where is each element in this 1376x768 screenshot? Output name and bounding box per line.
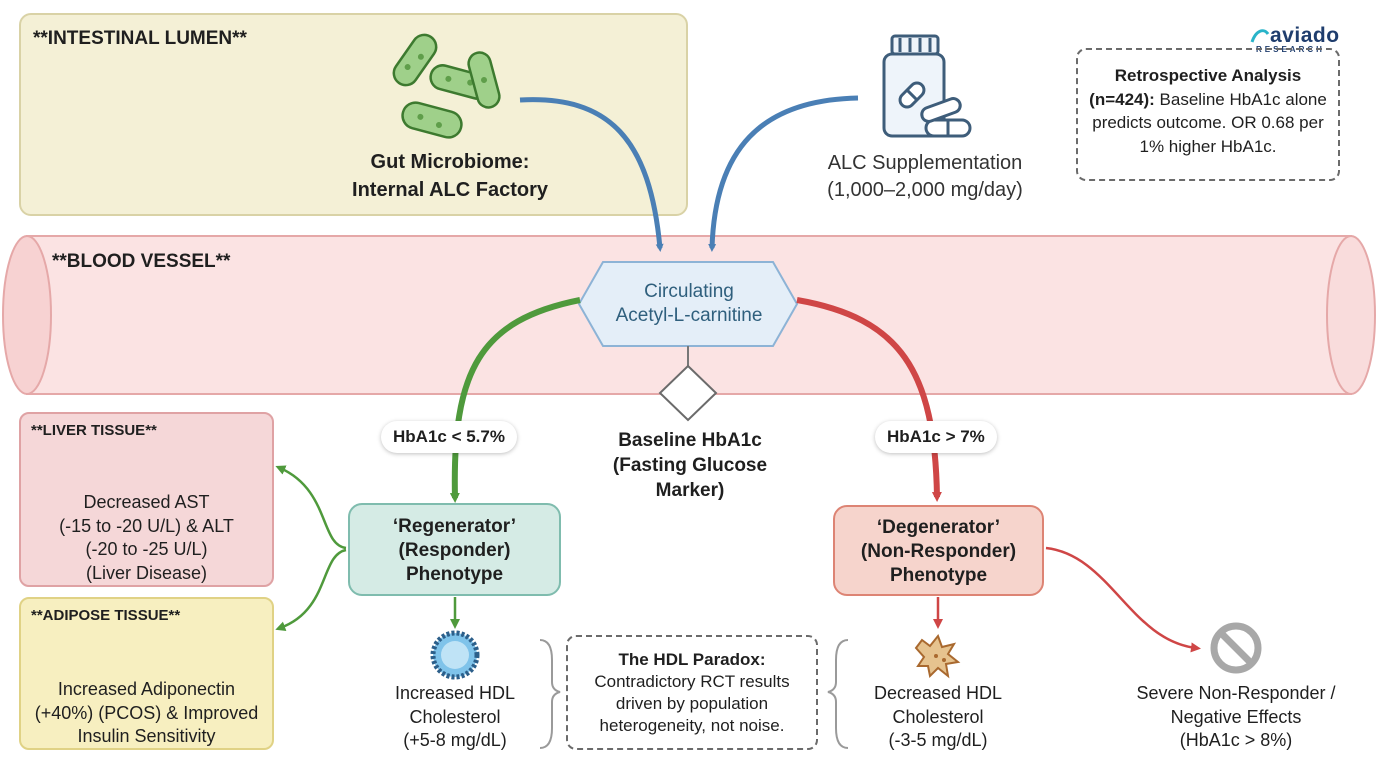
- regenerator-line3: Phenotype: [405, 564, 504, 585]
- degenerator-line2: (Non-Responder): [860, 541, 1017, 562]
- severe-line1: Severe Non-Responder /: [1136, 683, 1336, 703]
- increased-hdl-line1: Increased HDL: [394, 683, 516, 703]
- bacteria-icon: [392, 33, 501, 139]
- increased-hdl-label: Increased HDL Cholesterol (+5-8 mg/dL): [370, 682, 540, 753]
- arrow-degenerator-to-severe: [1045, 546, 1201, 653]
- hdl-paradox-title: The HDL Paradox:: [618, 650, 766, 669]
- alc-supplementation-label: ALC Supplementation (1,000–2,000 mg/day): [760, 150, 1090, 204]
- liver-tissue-text: Decreased AST (-15 to -20 U/L) & ALT (-2…: [21, 491, 272, 585]
- liver-tissue-panel: **LIVER TISSUE** Decreased AST (-15 to -…: [19, 412, 274, 587]
- adipose-tissue-panel: **ADIPOSE TISSUE** Increased Adiponectin…: [19, 597, 274, 750]
- retrospective-body: Baseline HbA1c alone predicts outcome. O…: [1092, 89, 1327, 156]
- hub-label-line1: Circulating: [644, 281, 734, 302]
- branch-label-low-hba1c: HbA1c < 5.7%: [381, 421, 517, 453]
- decision-diamond: [658, 364, 718, 422]
- retrospective-heading: Retrospective Analysis (n=424):: [1089, 66, 1302, 109]
- gut-microbiome-label: Gut Microbiome: Internal ALC Factory: [300, 148, 600, 204]
- arrow-microbiome-to-hub: [519, 97, 664, 252]
- liver-tissue-title: **LIVER TISSUE**: [31, 422, 157, 439]
- decreased-hdl-label: Decreased HDL Cholesterol (-3-5 mg/dL): [853, 682, 1023, 753]
- regenerator-line1: ‘Regenerator’: [392, 516, 517, 537]
- acetyl-l-carnitine-hub: [577, 261, 799, 347]
- hdl-paradox-note: The HDL Paradox: Contradictory RCT resul…: [566, 635, 818, 750]
- liver-line2: (-15 to -20 U/L) & ALT: [59, 515, 234, 536]
- degenerator-phenotype-box: ‘Degenerator’ (Non-Responder) Phenotype: [833, 505, 1044, 596]
- liver-line4: (Liver Disease): [85, 562, 208, 583]
- adipose-tissue-text: Increased Adiponectin (+40%) (PCOS) & Im…: [21, 678, 272, 749]
- adipose-line1: Increased Adiponectin: [57, 679, 236, 699]
- hub-label-line2: Acetyl-L-carnitine: [615, 305, 763, 326]
- prohibited-icon: [1210, 622, 1262, 674]
- logo-wordmark: aviado: [1270, 24, 1340, 47]
- decreased-hdl-line1: Decreased HDL: [873, 683, 1003, 703]
- hdl-particle-icon: [430, 630, 480, 680]
- damaged-hdl-icon: [914, 633, 961, 679]
- bracket-right: [827, 639, 849, 749]
- degenerator-line1: ‘Degenerator’: [876, 517, 1001, 538]
- baseline-line1: Baseline HbA1c: [618, 430, 762, 451]
- severe-line3: (HbA1c > 8%): [1179, 730, 1293, 750]
- gut-microbiome-line1: Gut Microbiome:: [370, 151, 530, 173]
- bracket-left: [539, 639, 561, 749]
- baseline-line3: Marker): [655, 480, 725, 501]
- blood-vessel-title: **BLOOD VESSEL**: [52, 251, 231, 272]
- alc-supplementation-dose: (1,000–2,000 mg/day): [827, 179, 1023, 201]
- baseline-line2: (Fasting Glucose: [612, 455, 768, 476]
- arrow-supplement-to-hub: [708, 95, 859, 252]
- intestinal-lumen-title: **INTESTINAL LUMEN**: [33, 28, 247, 49]
- adipose-line3: Insulin Sensitivity: [77, 726, 216, 746]
- arrow-regenerator-to-liver: [275, 465, 347, 550]
- liver-line1: Decreased AST: [83, 492, 210, 512]
- increased-hdl-line2: Cholesterol: [409, 706, 501, 727]
- hdl-paradox-line1: Contradictory RCT results: [594, 672, 790, 691]
- retrospective-analysis-note: Retrospective Analysis (n=424): Baseline…: [1076, 48, 1340, 181]
- gut-microbiome-line2: Internal ALC Factory: [352, 179, 548, 201]
- baseline-hba1c-label: Baseline HbA1c (Fasting Glucose Marker): [590, 428, 790, 503]
- severe-non-responder-label: Severe Non-Responder / Negative Effects …: [1116, 682, 1356, 753]
- hub-label: Circulating Acetyl-L-carnitine: [582, 280, 796, 328]
- intestinal-lumen-panel: [19, 13, 688, 216]
- degenerator-line3: Phenotype: [889, 565, 988, 586]
- decreased-hdl-line2: Cholesterol: [892, 706, 984, 727]
- severe-line2: Negative Effects: [1170, 706, 1302, 727]
- liver-line3: (-20 to -25 U/L): [85, 539, 208, 559]
- branch-label-high-hba1c: HbA1c > 7%: [875, 421, 997, 453]
- aviado-logo-mark: [1250, 29, 1270, 43]
- hdl-paradox-line2: driven by population: [615, 694, 769, 713]
- pill-bottle-icon: [882, 34, 972, 138]
- alc-supplementation-line1: ALC Supplementation: [827, 152, 1023, 174]
- arrow-regenerator-to-adipose: [275, 548, 347, 632]
- increased-hdl-line3: (+5-8 mg/dL): [403, 730, 507, 750]
- adipose-line2: (+40%) (PCOS) & Improved: [34, 702, 259, 723]
- decreased-hdl-line3: (-3-5 mg/dL): [888, 730, 988, 750]
- adipose-tissue-title: **ADIPOSE TISSUE**: [31, 607, 181, 624]
- regenerator-phenotype-box: ‘Regenerator’ (Responder) Phenotype: [348, 503, 561, 596]
- hdl-paradox-line3: heterogeneity, not noise.: [599, 716, 785, 735]
- regenerator-line2: (Responder): [398, 540, 511, 561]
